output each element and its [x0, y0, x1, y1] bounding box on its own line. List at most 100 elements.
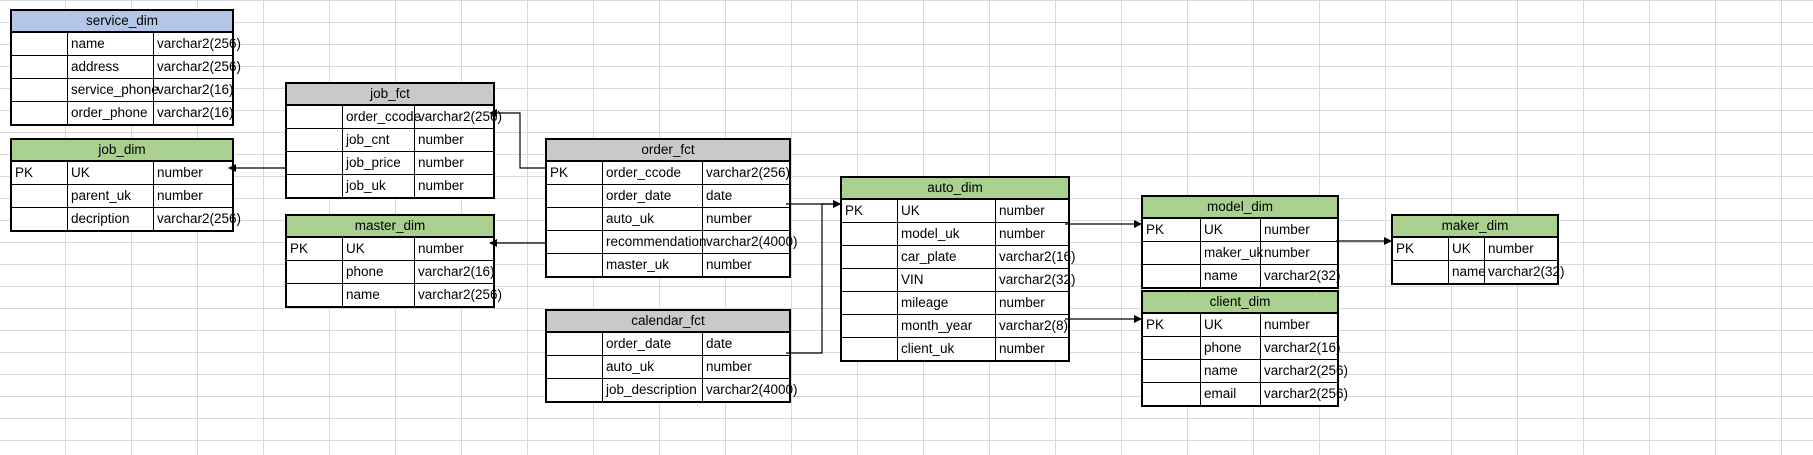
column-type-cell: varchar2(16): [157, 105, 234, 120]
table-title: calendar_fct: [547, 311, 789, 333]
column-type-cell: varchar2(16): [418, 264, 495, 279]
column-name-cell: order_ccode: [603, 162, 703, 184]
key-cell: [287, 261, 343, 283]
column-name-cell: phone: [343, 261, 415, 283]
column-name-cell: name: [68, 33, 154, 55]
key-cell: [842, 338, 898, 360]
column-type-cell: varchar2(256): [706, 165, 791, 180]
key-cell: [287, 175, 343, 197]
table-title: job_fct: [287, 84, 493, 106]
column-name-cell: UK: [343, 238, 415, 260]
column-name-cell: name: [1449, 261, 1486, 283]
column-type-cell: varchar2(256): [418, 109, 503, 124]
table-title: job_dim: [12, 140, 232, 162]
table-title: client_dim: [1143, 292, 1337, 314]
column-type-cell: date: [706, 336, 733, 351]
column-type-cell: number: [999, 203, 1045, 218]
key-cell: [547, 356, 603, 378]
column-type-cell: number: [418, 178, 464, 193]
column-name-cell: job_price: [343, 152, 415, 174]
table-title: master_dim: [287, 216, 493, 238]
column-type-cell: number: [1264, 317, 1310, 332]
column-type-cell: number: [999, 295, 1045, 310]
column-type-cell: number: [1264, 222, 1310, 237]
column-type-cell: varchar2(16): [157, 82, 234, 97]
column-type-cell: varchar2(256): [157, 59, 242, 74]
column-type-cell: varchar2(32): [999, 272, 1076, 287]
column-name-cell: UK: [1449, 238, 1485, 260]
column-type-cell: number: [1488, 241, 1534, 256]
column-type-cell: varchar2(32): [1488, 264, 1565, 279]
key-cell: [1143, 265, 1201, 287]
column-type-cell: varchar2(8): [999, 318, 1069, 333]
key-cell: PK: [547, 162, 603, 184]
column-name-cell: phone: [1201, 337, 1261, 359]
table-title: maker_dim: [1393, 216, 1557, 238]
column-name-cell: VIN: [898, 269, 996, 291]
column-name-cell: job_description: [603, 379, 703, 401]
key-cell: PK: [1143, 219, 1201, 241]
column-type-cell: varchar2(32): [1264, 268, 1341, 283]
column-name-cell: UK: [1201, 219, 1261, 241]
column-type-cell: number: [418, 241, 464, 256]
column-name-cell: email: [1201, 383, 1261, 405]
key-cell: PK: [842, 200, 898, 222]
column-type-cell: varchar2(16): [999, 249, 1076, 264]
column-type-cell: varchar2(256): [157, 36, 242, 51]
column-type-cell: number: [706, 257, 752, 272]
column-name-cell: auto_uk: [603, 208, 703, 230]
column-name-cell: order_ccode: [343, 106, 421, 128]
key-cell: [12, 79, 68, 101]
column-type-cell: number: [157, 188, 203, 203]
key-cell: [287, 284, 343, 306]
column-name-cell: month_year: [898, 315, 996, 337]
column-name-cell: model_uk: [898, 223, 996, 245]
column-name-cell: decription: [68, 208, 154, 230]
key-cell: PK: [12, 162, 68, 184]
key-cell: [1143, 242, 1201, 264]
key-cell: [1143, 337, 1201, 359]
key-cell: [547, 231, 603, 253]
column-type-cell: number: [157, 165, 203, 180]
column-name-cell: service_phone: [68, 79, 159, 101]
column-name-cell: job_cnt: [343, 129, 415, 151]
column-name-cell: order_date: [603, 185, 703, 207]
calendar-fct-to-auto-dim-arrow: [786, 200, 841, 354]
key-cell: [547, 185, 603, 207]
column-type-cell: number: [999, 226, 1045, 241]
column-type-cell: varchar2(16): [1264, 340, 1341, 355]
column-type-cell: date: [706, 188, 733, 203]
column-type-cell: number: [418, 155, 464, 170]
key-cell: [842, 292, 898, 314]
